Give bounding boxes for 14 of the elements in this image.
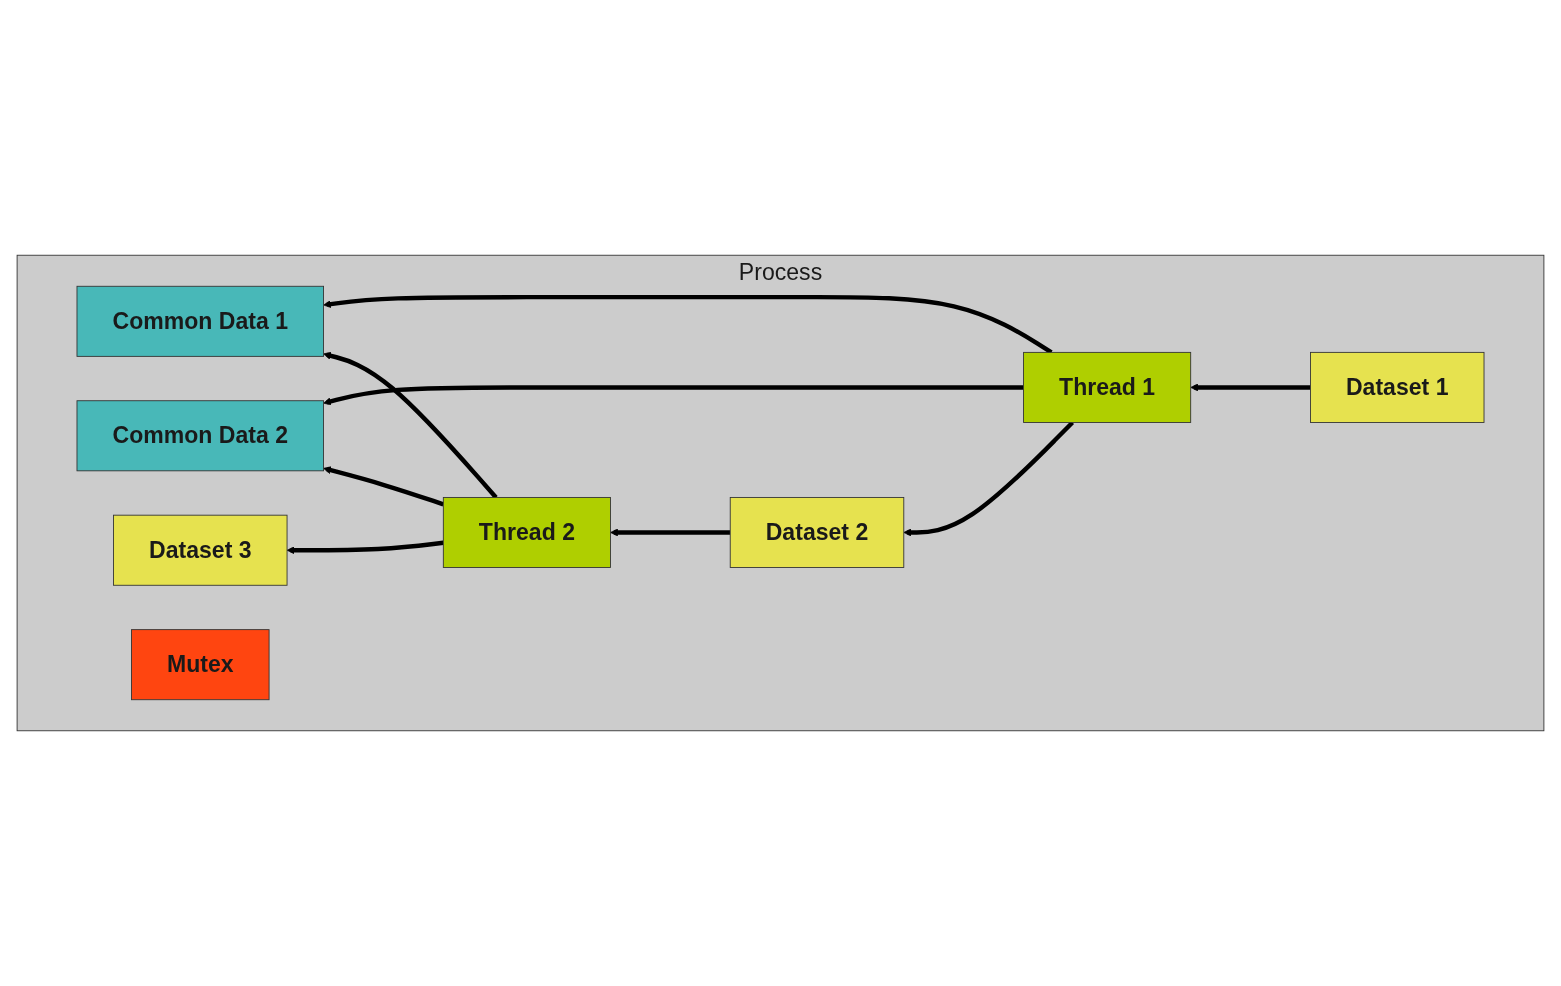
node-box: Thread 2 [442,497,611,568]
node-box: Dataset 3 [113,514,288,586]
node-box: Dataset 1 [1310,351,1485,423]
arrow [610,528,731,537]
node-box: Common Data 1 [76,285,324,357]
arrow [323,385,1024,406]
node-box: Common Data 2 [76,400,324,472]
node-box: Dataset 2 [729,497,905,568]
node-box: Thread 1 [1023,351,1192,423]
arrow [1190,383,1311,392]
arrow [323,351,498,499]
node-box: Mutex [131,629,270,701]
arrow [323,466,445,507]
arrow [286,540,444,555]
